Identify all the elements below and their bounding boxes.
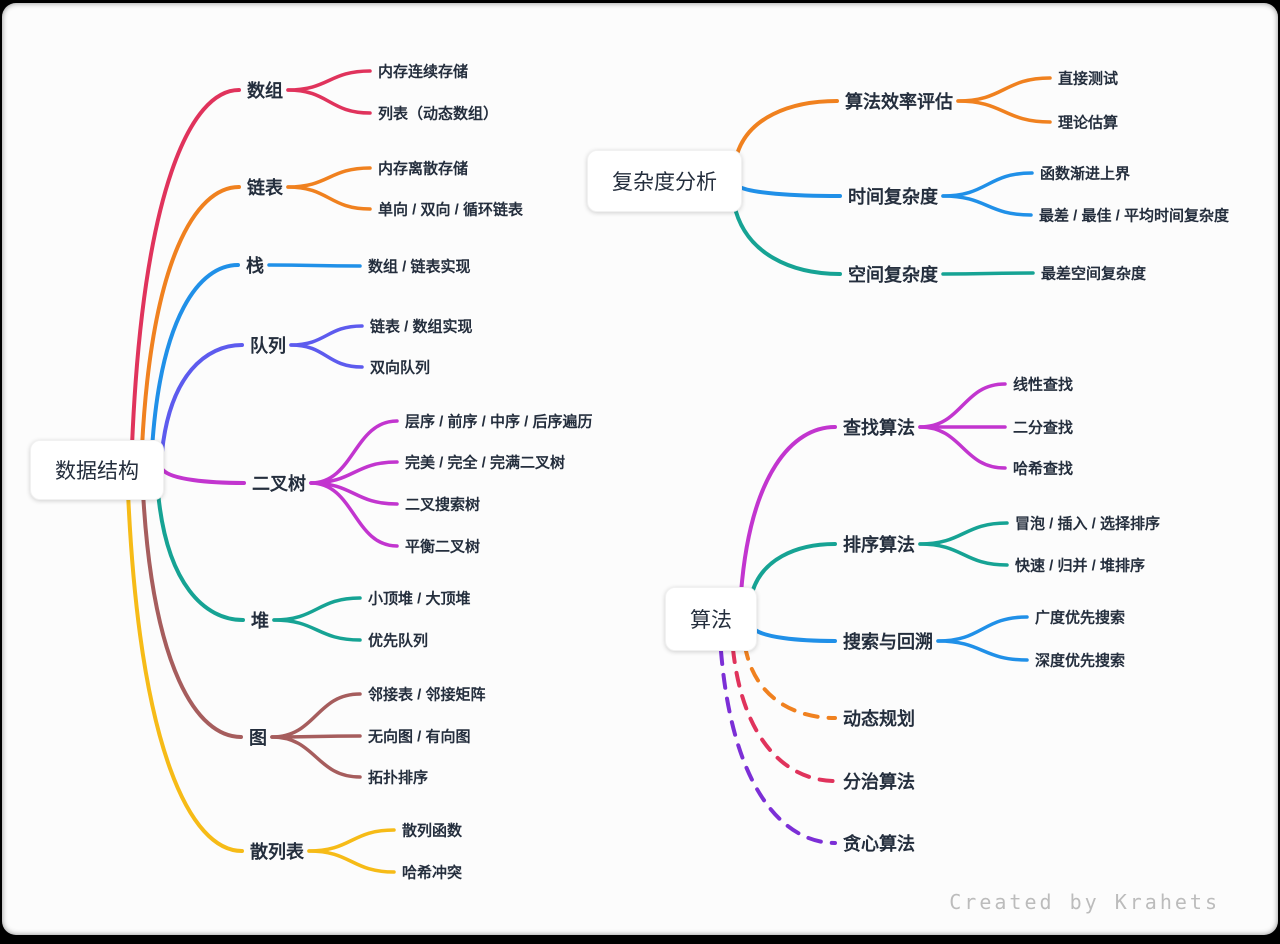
leaf-node-data-structures-6-1: 无向图 / 有向图 [368,728,471,746]
branch-node-complexity-analysis-1: 时间复杂度 [848,187,938,207]
leaf-node-data-structures-4-0: 层序 / 前序 / 中序 / 后序遍历 [405,413,593,431]
leaf-node-algorithms-1-1: 快速 / 归并 / 堆排序 [1015,557,1146,575]
leaf-node-data-structures-6-0: 邻接表 / 邻接矩阵 [368,686,486,704]
leaf-link [307,849,396,874]
leaf-link [956,99,1052,124]
leaf-link [270,735,362,779]
leaf-link [918,521,1009,546]
branch-node-algorithms-5: 贪心算法 [843,834,915,854]
leaf-link [918,382,1007,429]
root-node-algorithms: 算法 [665,587,757,651]
root-node-data-structures: 数据结构 [30,440,164,500]
branch-node-algorithms-0: 查找算法 [843,418,915,438]
branch-node-data-structures-0: 数组 [247,81,283,101]
leaf-link [309,481,399,548]
leaf-link [956,76,1052,103]
branch-node-data-structures-5: 堆 [251,611,269,631]
root-node-complexity-analysis: 复杂度分析 [587,150,742,212]
leaf-node-algorithms-2-0: 广度优先搜索 [1035,609,1126,627]
branch-link [739,425,837,595]
leaf-link [286,185,372,211]
leaf-link [941,171,1034,198]
branch-link [160,343,244,454]
branch-node-algorithms-2: 搜索与回溯 [843,632,933,652]
leaf-link [918,425,1007,470]
branch-link [743,644,837,720]
leaf-link [267,263,362,268]
branch-node-data-structures-1: 链表 [247,178,283,198]
leaf-link [270,692,362,739]
leaf-node-complexity-analysis-0-0: 直接测试 [1058,70,1119,88]
leaf-link [286,69,372,92]
branch-link [140,185,241,449]
leaf-node-algorithms-1-0: 冒泡 / 插入 / 选择排序 [1015,515,1161,533]
leaf-node-data-structures-0-1: 列表（动态数组） [378,105,499,123]
leaf-link [272,618,362,642]
branch-node-algorithms-4: 分治算法 [843,772,915,792]
branch-link [150,263,240,451]
leaf-link [941,271,1035,276]
leaf-node-complexity-analysis-2-0: 最差空间复杂度 [1041,265,1147,283]
leaf-node-algorithms-0-1: 二分查找 [1013,419,1074,437]
branch-node-complexity-analysis-2: 空间复杂度 [848,265,938,285]
branch-link [130,88,241,448]
leaf-node-data-structures-7-0: 散列函数 [402,822,463,840]
branch-link [731,647,837,783]
leaf-link [272,596,362,622]
leaf-node-data-structures-6-2: 拓扑排序 [368,769,429,787]
leaf-node-data-structures-1-0: 内存离散存储 [378,160,469,178]
leaf-link [941,194,1033,217]
branch-link [734,99,839,160]
leaf-node-data-structures-3-1: 双向队列 [370,359,431,377]
branch-link [161,468,246,485]
leaf-node-complexity-analysis-1-1: 最差 / 最佳 / 平均时间复杂度 [1039,207,1230,225]
leaf-link [289,343,364,369]
branch-node-complexity-analysis-0: 算法效率评估 [845,92,953,112]
leaf-node-algorithms-0-0: 线性查找 [1013,376,1074,394]
branch-node-data-structures-3: 队列 [250,336,286,356]
branch-link [749,542,837,599]
branch-link [126,490,244,853]
leaf-node-algorithms-2-1: 深度优先搜索 [1035,652,1126,670]
branch-node-algorithms-1: 排序算法 [843,535,915,555]
leaf-link [918,542,1009,567]
leaf-link [289,324,364,347]
leaf-node-data-structures-4-2: 二叉搜索树 [405,496,481,514]
leaf-link [286,166,372,189]
leaf-link [286,88,372,115]
leaf-node-data-structures-7-1: 哈希冲突 [402,864,463,882]
leaf-node-data-structures-5-1: 优先队列 [368,632,429,650]
leaf-node-data-structures-0-0: 内存连续存储 [378,63,469,81]
branch-link [736,184,842,198]
leaf-node-algorithms-0-2: 哈希查找 [1013,460,1074,478]
leaf-node-data-structures-2-0: 数组 / 链表实现 [368,258,471,276]
branch-link [751,626,837,643]
branch-node-data-structures-4: 二叉树 [252,474,306,494]
branch-node-algorithms-3: 动态规划 [843,709,915,729]
leaf-link [936,639,1029,662]
leaf-link [936,615,1029,643]
leaf-link [307,828,396,853]
leaf-node-data-structures-5-0: 小顶堆 / 大顶堆 [368,590,471,608]
branch-node-data-structures-6: 图 [249,728,267,748]
branch-link [732,202,842,276]
branch-link [141,490,243,739]
branch-link [156,490,245,622]
leaf-node-data-structures-3-0: 链表 / 数组实现 [370,318,473,336]
branch-link [719,649,837,845]
leaf-node-data-structures-4-3: 平衡二叉树 [405,538,481,556]
leaf-node-complexity-analysis-0-1: 理论估算 [1058,114,1119,132]
watermark-text: Created by Krahets [949,890,1220,914]
leaf-node-complexity-analysis-1-0: 函数渐进上界 [1040,165,1131,183]
branch-node-data-structures-2: 栈 [246,256,264,276]
branch-node-data-structures-7: 散列表 [250,842,304,862]
leaf-node-data-structures-1-1: 单向 / 双向 / 循环链表 [378,201,524,219]
leaf-node-data-structures-4-1: 完美 / 完全 / 完满二叉树 [405,454,566,472]
